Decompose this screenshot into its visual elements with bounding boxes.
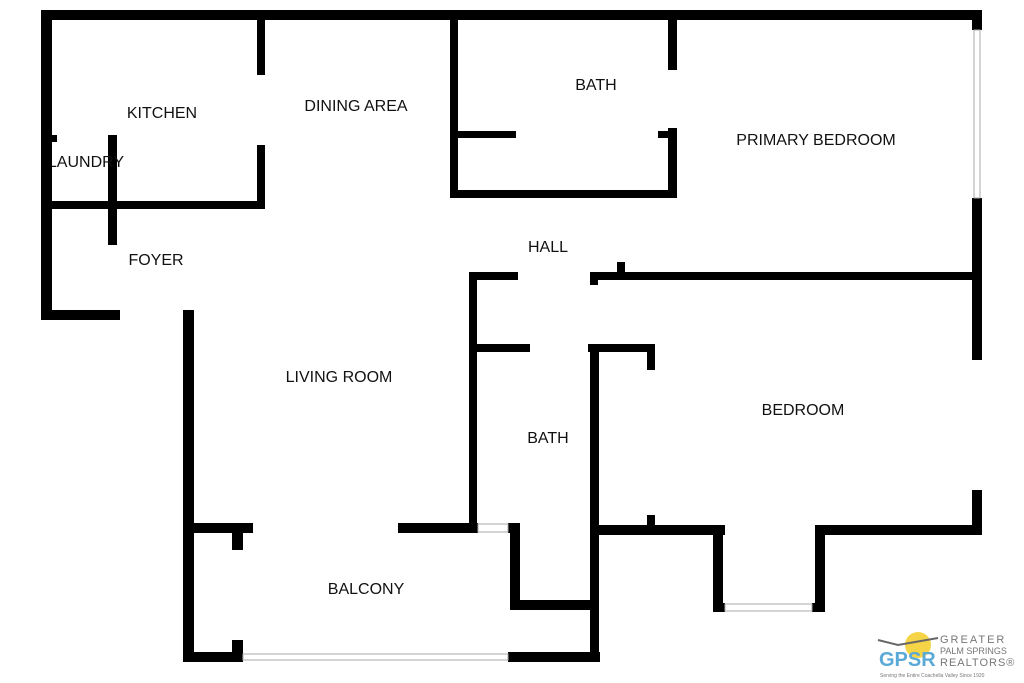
wall	[510, 523, 520, 610]
wall	[815, 525, 982, 535]
label-hall: HALL	[528, 239, 568, 256]
wall	[477, 344, 530, 352]
room-labels: KITCHEN LAUNDRY DINING AREA BATH PRIMARY…	[48, 77, 896, 598]
wall	[972, 198, 982, 280]
window	[242, 653, 509, 661]
wall	[647, 515, 655, 527]
wall	[232, 533, 243, 550]
wall	[668, 20, 677, 70]
wall	[713, 603, 725, 612]
window	[973, 29, 981, 199]
wall	[450, 20, 458, 198]
wall	[972, 280, 982, 360]
wall	[617, 262, 625, 276]
wall	[108, 135, 117, 245]
logo-tagline: Serving the Entire Coachella Valley Sinc…	[880, 673, 985, 679]
wall	[590, 272, 982, 280]
wall	[232, 640, 243, 662]
wall	[668, 128, 677, 198]
label-bedroom: BEDROOM	[762, 402, 845, 419]
wall	[588, 344, 654, 352]
gpsr-logo: GPSR GREATER PALM SPRINGS REALTORS® Serv…	[877, 632, 1015, 679]
label-dining-area: DINING AREA	[304, 98, 407, 115]
wall	[257, 20, 265, 75]
wall	[713, 525, 723, 612]
wall	[658, 131, 676, 138]
wall	[257, 145, 265, 209]
logo-line3: REALTORS®	[940, 657, 1015, 669]
label-laundry: LAUNDRY	[48, 154, 125, 171]
wall	[598, 525, 725, 535]
wall	[41, 10, 982, 20]
wall	[647, 344, 655, 370]
wall	[508, 652, 600, 662]
label-bath-top: BATH	[575, 77, 616, 94]
wall	[41, 10, 52, 320]
wall	[972, 10, 982, 30]
wall	[458, 131, 516, 138]
wall	[450, 190, 677, 198]
wall	[183, 310, 194, 662]
wall	[815, 525, 825, 612]
walls	[41, 10, 982, 662]
label-bath-bottom: BATH	[527, 430, 568, 447]
wall	[52, 135, 57, 142]
logo-mark: GPSR	[879, 649, 936, 671]
wall	[183, 523, 253, 533]
logo-line2: PALM SPRINGS	[940, 646, 1007, 656]
wall	[52, 201, 265, 209]
wall	[515, 600, 598, 610]
wall	[590, 272, 598, 285]
wall	[812, 603, 825, 612]
windows	[242, 29, 981, 661]
label-primary-bedroom: PRIMARY BEDROOM	[736, 132, 895, 149]
window	[724, 603, 813, 612]
label-living-room: LIVING ROOM	[286, 369, 393, 386]
wall	[590, 344, 599, 662]
wall	[972, 490, 982, 535]
wall	[398, 523, 478, 533]
label-balcony: BALCONY	[328, 581, 405, 598]
wall	[469, 272, 477, 525]
wall	[41, 310, 120, 320]
wall	[469, 272, 518, 280]
window	[477, 523, 509, 533]
label-kitchen: KITCHEN	[127, 105, 197, 122]
label-foyer: FOYER	[128, 252, 183, 269]
logo-line1: GREATER	[940, 634, 1006, 646]
sun-icon	[905, 632, 931, 658]
wall	[183, 652, 243, 662]
roof-icon	[877, 637, 939, 647]
